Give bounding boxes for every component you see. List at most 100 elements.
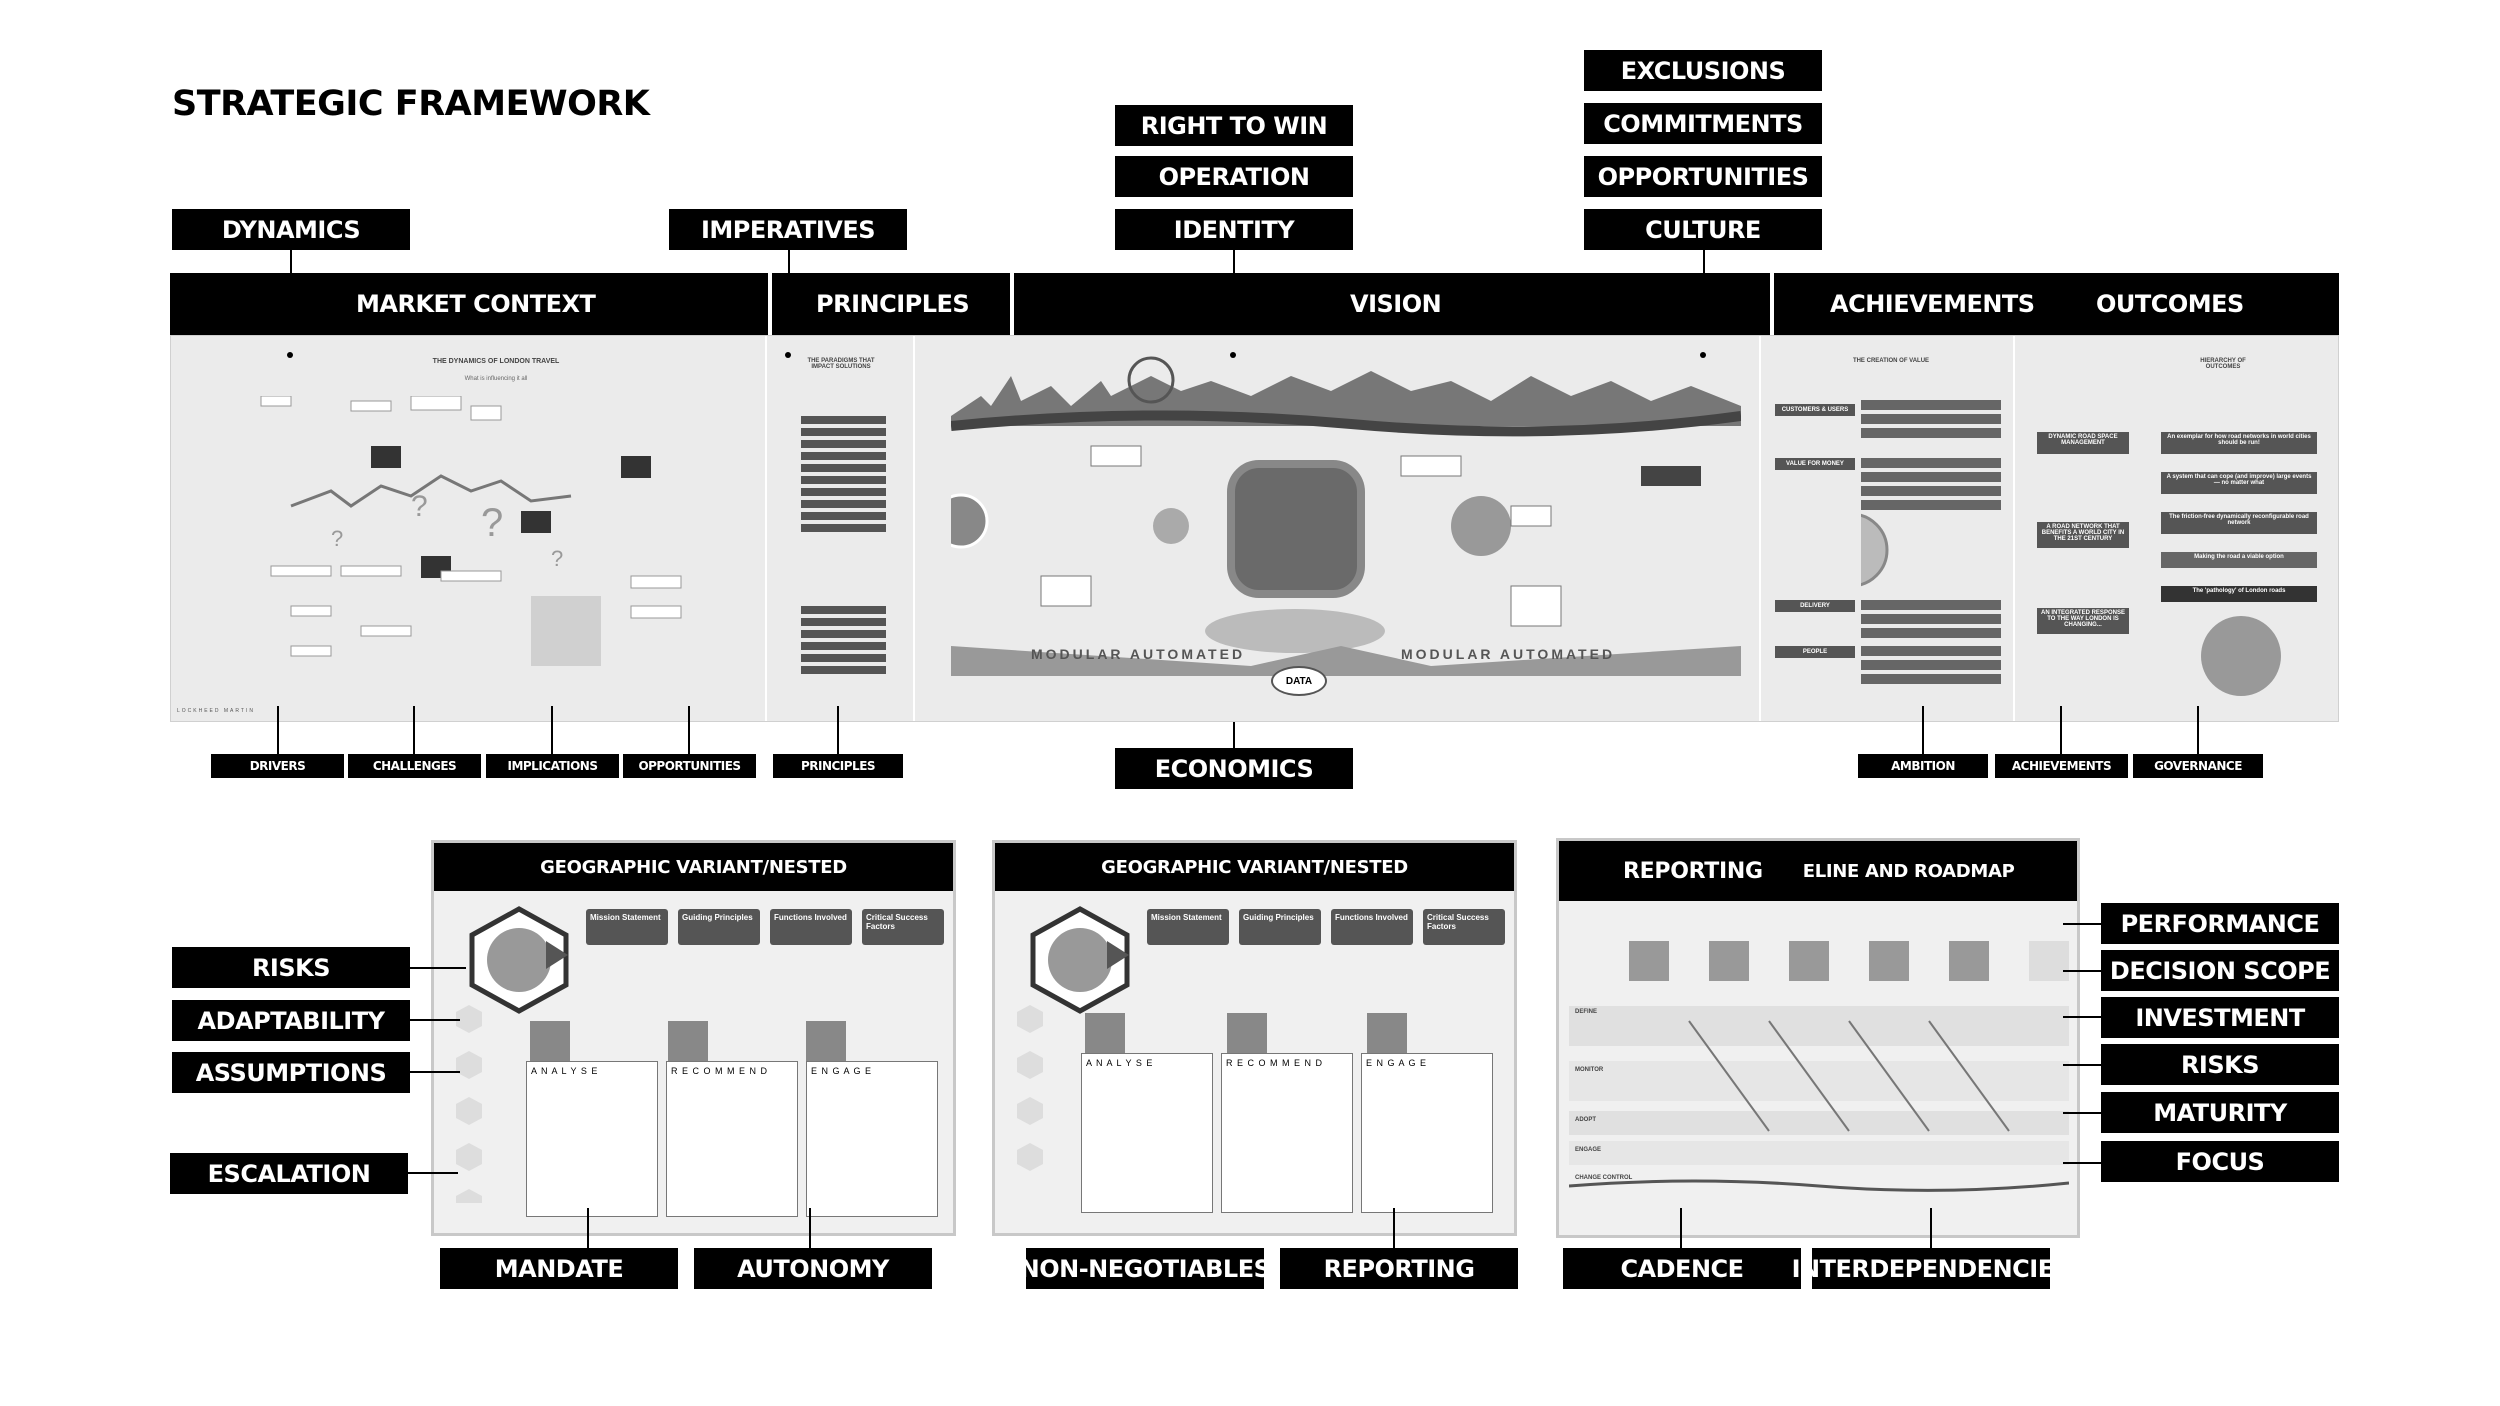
page-title: STRATEGIC FRAMEWORK	[172, 84, 650, 124]
data-node: DATA	[1271, 666, 1327, 696]
connector	[410, 1019, 460, 1021]
mandate-label: MANDATE	[440, 1248, 678, 1289]
connector	[2063, 1016, 2101, 1018]
arrow-icon	[1107, 941, 1129, 969]
engage-panel: E N G A G E	[1361, 1053, 1493, 1213]
arrow-icon	[546, 941, 568, 969]
mission-statement-box: Mission Statement	[1147, 909, 1229, 945]
interdependencies-label: INTERDEPENDENCIES	[1792, 1248, 2071, 1289]
geographic-variant-card-2: GEOGRAPHIC VARIANT/NESTED Mission Statem…	[992, 840, 1517, 1236]
people-tag: PEOPLE	[1775, 646, 1855, 658]
cube-icon	[1227, 1013, 1267, 1053]
connector	[2063, 923, 2101, 925]
card-heading: REPORTING ELINE AND ROADMAP	[1559, 841, 2077, 901]
connector-dot	[1230, 352, 1236, 358]
operation-label: OPERATION	[1115, 156, 1353, 197]
connector	[2063, 1112, 2101, 1114]
roadmap-heading: ELINE AND ROADMAP	[1802, 860, 2015, 882]
outcome-box-2: A ROAD NETWORK THAT BENEFITS A WORLD CIT…	[2037, 522, 2129, 548]
connector	[408, 1172, 458, 1174]
opportunities-small-label: OPPORTUNITIES	[623, 754, 756, 778]
achievements-list	[1861, 400, 2001, 684]
value-section-title: THE CREATION OF VALUE	[1852, 358, 1930, 364]
connector	[277, 706, 279, 754]
svg-text:?: ?	[481, 501, 503, 545]
outcome-box-3: AN INTEGRATED RESPONSE TO THE WAY LONDON…	[2037, 608, 2129, 634]
framework-panel: THE DYNAMICS OF LONDON TRAVEL What is in…	[170, 335, 2339, 722]
connector	[1922, 706, 1924, 754]
company-logo: LOCKHEED MARTIN	[177, 708, 255, 714]
outcome-item-2: A system that can cope (and improve) lar…	[2161, 472, 2317, 494]
focus-label: FOCUS	[2101, 1141, 2339, 1182]
governance-label: GOVERNANCE	[2133, 754, 2263, 778]
analyse-panel: A N A L Y S E	[1081, 1053, 1213, 1213]
outcome-item-3: The friction-free dynamically reconfigur…	[2161, 512, 2317, 534]
achievements-heading: ACHIEVEMENTS	[1830, 290, 2035, 318]
connector	[410, 1071, 460, 1073]
header-divider	[1010, 273, 1014, 335]
maturity-label: MATURITY	[2101, 1092, 2339, 1133]
outcome-circle	[2201, 616, 2281, 696]
connector	[1703, 250, 1705, 273]
critical-success-factors-box: Critical Success Factors	[1423, 909, 1505, 945]
cube-icon	[806, 1021, 846, 1061]
cube-icon	[1367, 1013, 1407, 1053]
ambition-label: AMBITION	[1858, 754, 1988, 778]
connector	[2197, 706, 2199, 754]
connector	[410, 967, 466, 969]
market-section-title: THE DYNAMICS OF LONDON TRAVEL	[432, 358, 560, 365]
row-engage: ENGAGE	[1575, 1147, 1602, 1153]
connector	[809, 1208, 811, 1248]
customers-users-tag: CUSTOMERS & USERS	[1775, 404, 1855, 416]
risks-right-label: RISKS	[2101, 1044, 2339, 1085]
value-for-money-tag: VALUE FOR MONEY	[1775, 458, 1855, 470]
engage-label: E N G A G E	[1366, 1058, 1428, 1068]
outcome-item-5: The 'pathology' of London roads	[2161, 586, 2317, 602]
cube-icon	[1085, 1013, 1125, 1053]
assumptions-label: ASSUMPTIONS	[172, 1052, 410, 1093]
delivery-tag: DELIVERY	[1775, 600, 1855, 612]
recommend-label: R E C O M M E N D	[1226, 1058, 1324, 1068]
hex-stack-icon	[1017, 1005, 1043, 1171]
drivers-label: DRIVERS	[211, 754, 344, 778]
connector	[290, 250, 292, 273]
hexagon-icon	[469, 906, 569, 1014]
connector	[1233, 722, 1235, 748]
implications-label: IMPLICATIONS	[486, 754, 619, 778]
mission-statement-box: Mission Statement	[586, 909, 668, 945]
row-monitor: MONITOR	[1575, 1067, 1604, 1073]
critical-success-factors-box: Critical Success Factors	[862, 909, 944, 945]
challenges-label: CHALLENGES	[348, 754, 481, 778]
culture-label: CULTURE	[1584, 209, 1822, 250]
engage-panel: E N G A G E	[806, 1061, 938, 1217]
header-divider	[1770, 273, 1774, 335]
connector	[2063, 1162, 2101, 1164]
cube-icon	[530, 1021, 570, 1061]
hex-stack-icon	[456, 1005, 482, 1203]
svg-text:?: ?	[551, 546, 563, 571]
cadence-label: CADENCE	[1563, 1248, 1801, 1289]
principles-small-label: PRINCIPLES	[773, 754, 903, 778]
risks-left-label: RISKS	[172, 947, 410, 988]
non-negotiables-label: NON-NEGOTIABLES	[1020, 1248, 1271, 1289]
exclusions-label: EXCLUSIONS	[1584, 50, 1822, 91]
principles-section-title: THE PARADIGMS THAT IMPACT SOLUTIONS	[807, 358, 875, 370]
functions-involved-box: Functions Involved	[1331, 909, 1413, 945]
economics-label: ECONOMICS	[1115, 748, 1353, 789]
reporting-roadmap-card: REPORTING ELINE AND ROADMAP DEFINE MONIT…	[1556, 838, 2080, 1238]
connector	[788, 250, 790, 273]
commitments-label: COMMITMENTS	[1584, 103, 1822, 144]
guiding-principles-box: Guiding Principles	[678, 909, 760, 945]
connector	[2063, 1064, 2101, 1066]
modular-automated-left: MODULAR AUTOMATED	[1031, 646, 1246, 662]
connector	[2063, 970, 2101, 972]
performance-label: PERFORMANCE	[2101, 903, 2339, 944]
framework-header-bar	[170, 273, 2339, 335]
connector-dot	[287, 352, 293, 358]
hexagon-icon	[1030, 906, 1130, 1014]
connector-dot	[785, 352, 791, 358]
principles-heading: PRINCIPLES	[816, 290, 970, 318]
connector	[1680, 1208, 1682, 1248]
connector	[551, 706, 553, 754]
cube-icon	[668, 1021, 708, 1061]
